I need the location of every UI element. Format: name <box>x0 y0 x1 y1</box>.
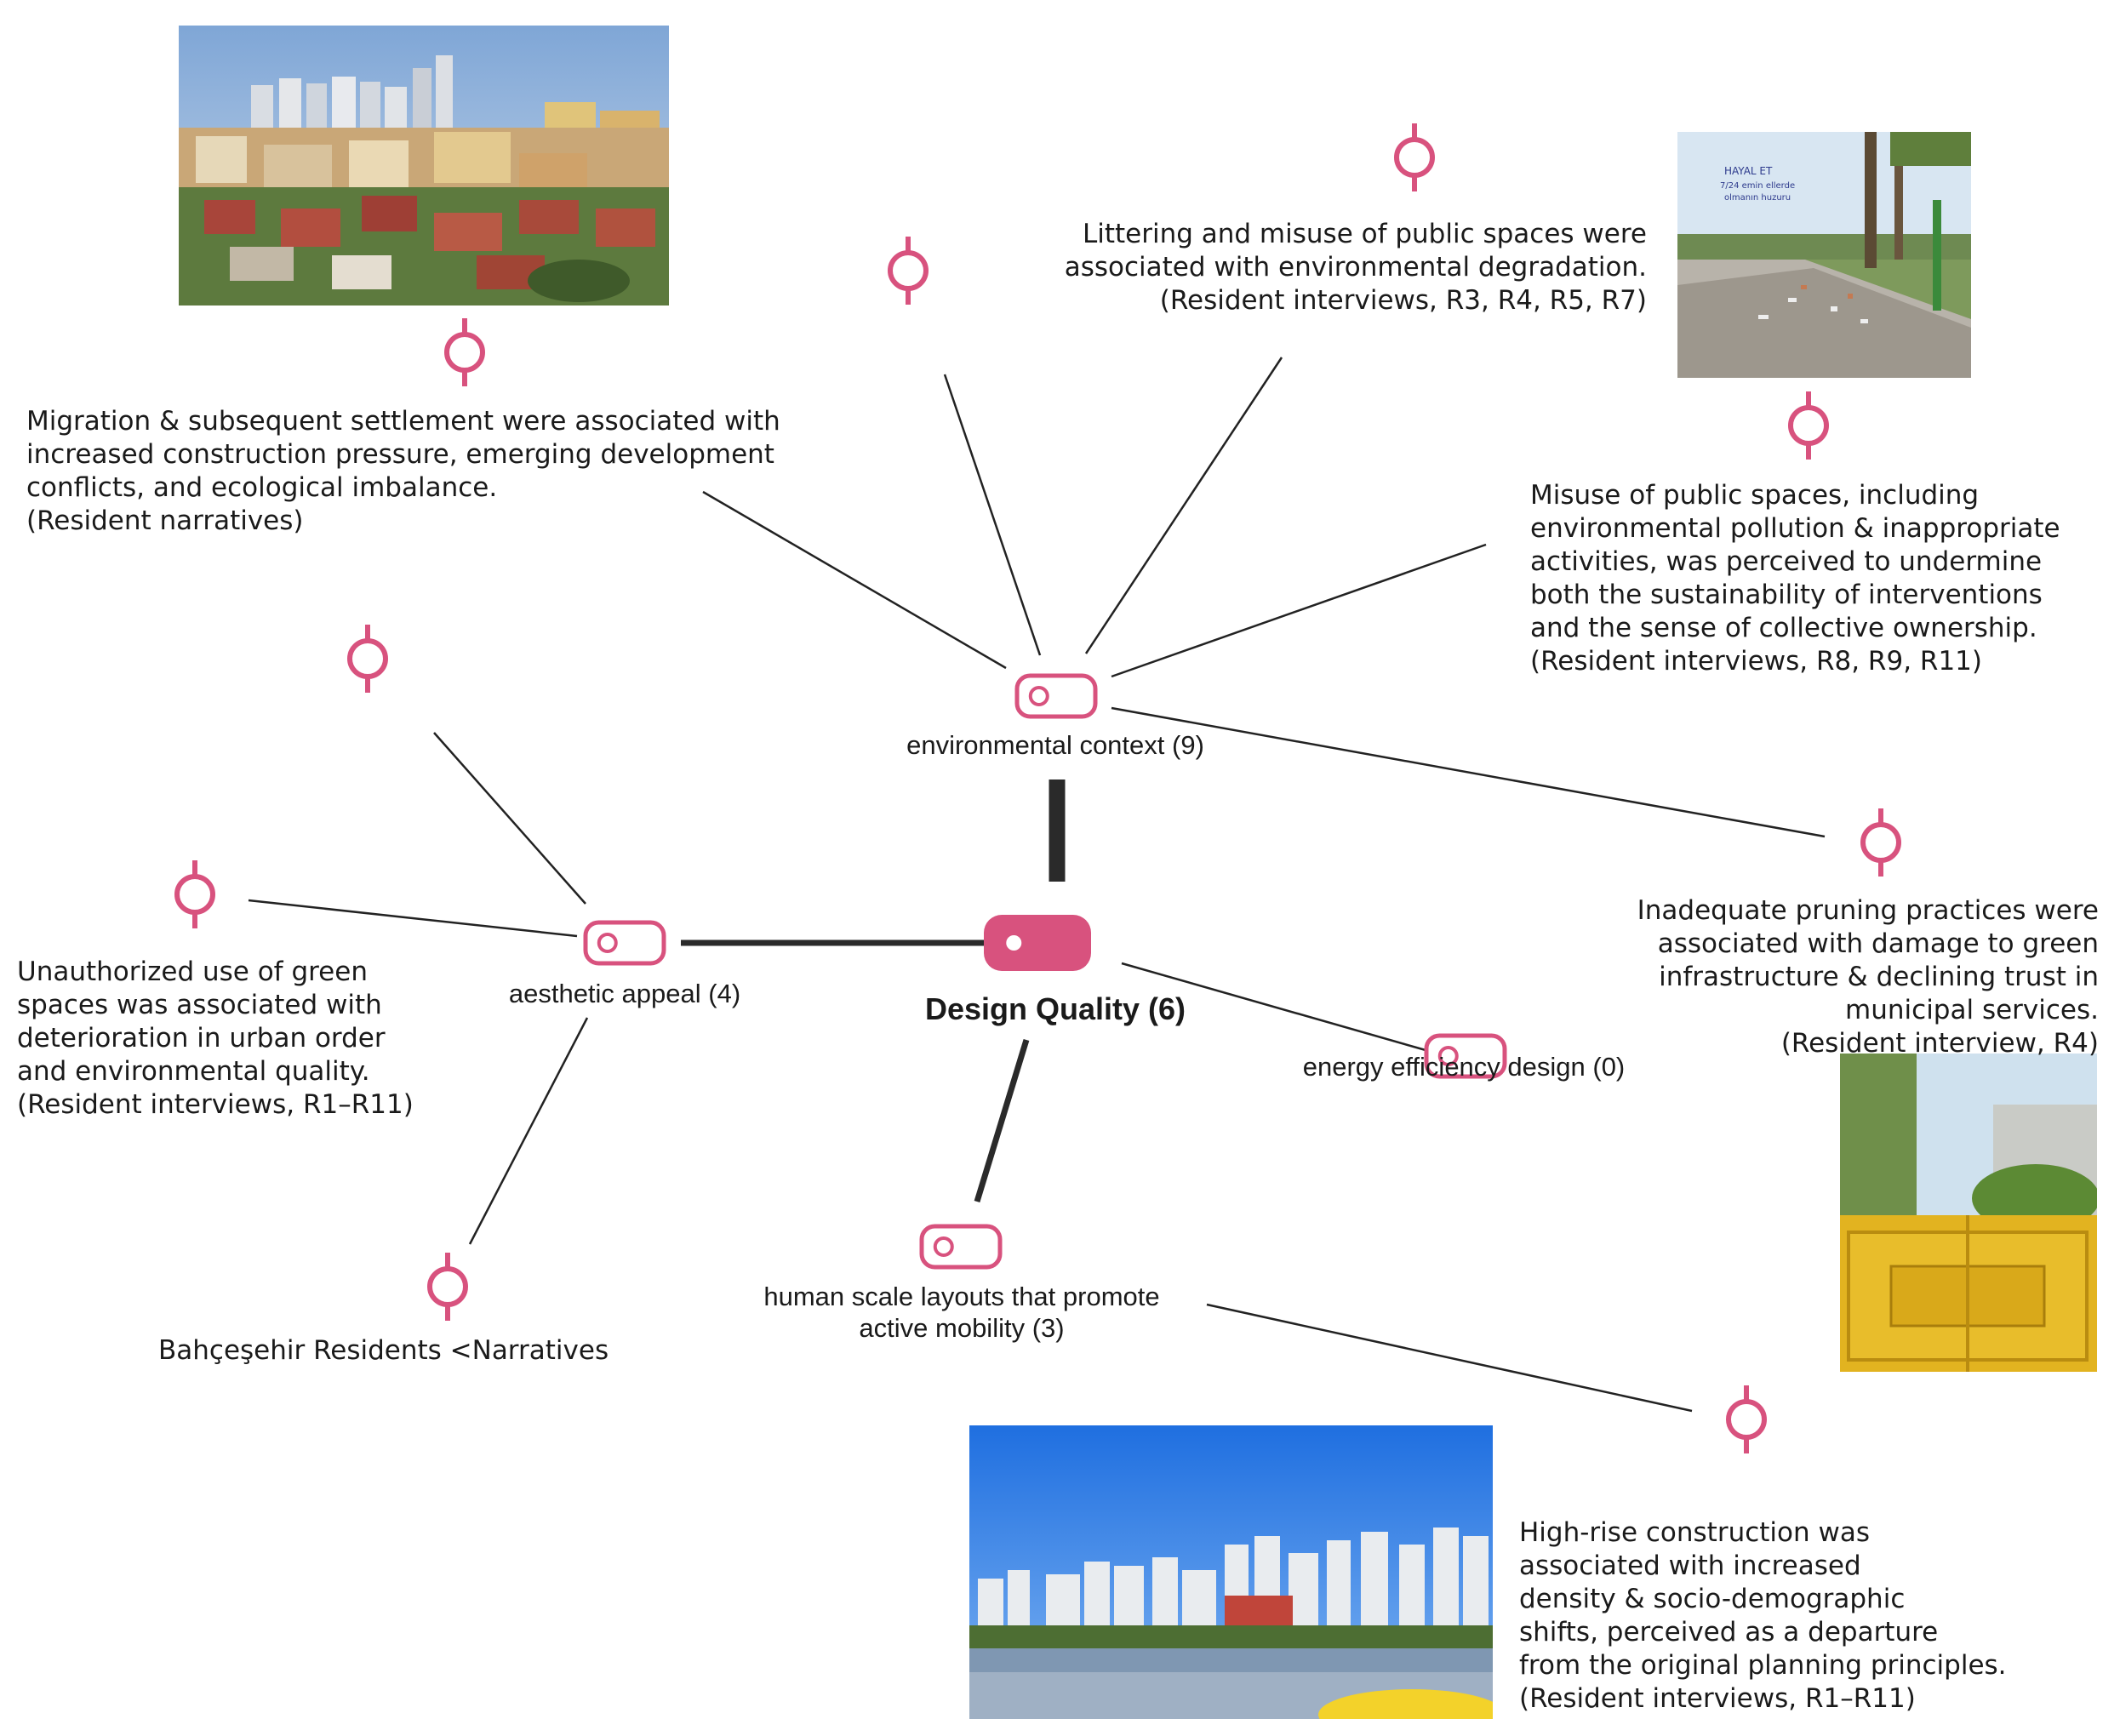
link-core-humanscale <box>974 1038 1030 1203</box>
tag-hole <box>1437 1046 1459 1066</box>
photo-city-panorama <box>179 26 669 306</box>
pin-head <box>427 1266 468 1307</box>
tag-hole <box>597 933 618 953</box>
link-env-pruning <box>1111 706 1826 838</box>
pin-quote-left-icon <box>347 625 388 693</box>
pin-highrise-icon <box>1726 1385 1767 1453</box>
link-env-misuse <box>1111 543 1487 678</box>
pin-pruning-icon <box>1860 808 1901 877</box>
photo-sidewalk-litter: HAYAL ET 7/24 emin ellerde olmanın huzur… <box>1677 132 1971 378</box>
link-humanscale-highrise <box>1206 1303 1693 1413</box>
code-tags <box>583 673 1507 1270</box>
pin-misuse-icon <box>1788 391 1829 460</box>
tag-body <box>1424 1033 1507 1079</box>
pin-markers <box>174 123 1901 1453</box>
tag-body <box>919 1224 1003 1270</box>
tag-body <box>984 915 1091 971</box>
link-lines <box>248 357 1826 1413</box>
pin-unauthorized-icon <box>174 860 215 928</box>
quotation-migration: Migration & subsequent settlement were a… <box>26 406 780 536</box>
link-aesthetic-quote-left <box>433 732 586 905</box>
quotation-unauthorized: Unauthorized use of green spaces was ass… <box>17 957 414 1120</box>
pin-head <box>1788 405 1829 446</box>
link-env-littering <box>1084 357 1283 654</box>
code-label-aesthetic-appeal: aesthetic appeal (4) <box>508 979 741 1008</box>
pin-head <box>174 874 215 915</box>
tag-human-scale-icon <box>919 1224 1003 1270</box>
pin-head <box>1394 137 1435 178</box>
photo-yellow-truck <box>1840 1054 2097 1372</box>
link-aesthetic-unauthorized <box>248 899 578 938</box>
quotation-highrise: High-rise construction was associated wi… <box>1519 1517 2007 1714</box>
tag-hole <box>1006 935 1022 951</box>
code-label-energy-efficiency: energy efficiency design (0) <box>1302 1052 1626 1082</box>
quotation-misuse: Misuse of public spaces, including envir… <box>1530 480 2060 677</box>
pin-head <box>1860 822 1901 863</box>
pin-residents-icon <box>427 1253 468 1321</box>
quotation-littering: Littering and misuse of public spaces we… <box>1064 219 1647 316</box>
link-env-migration <box>702 490 1007 670</box>
link-core-energy <box>1121 962 1426 1052</box>
pin-head <box>1726 1399 1767 1440</box>
pin-head <box>347 638 388 679</box>
core-label-design-quality: Design Quality (6) <box>924 991 1186 1026</box>
pin-quote-top-icon <box>888 237 929 305</box>
link-env-quote-top <box>943 374 1042 656</box>
tag-design-quality-icon <box>984 915 1091 971</box>
pin-head <box>444 332 485 373</box>
billboard-text: olmanın huzuru <box>1724 193 1791 203</box>
tag-body <box>583 920 666 966</box>
tag-hole <box>933 1236 954 1257</box>
pin-littering-icon <box>1394 123 1435 191</box>
pin-migration-icon <box>444 318 485 386</box>
tag-energy-efficiency-icon <box>1424 1033 1507 1079</box>
photo-lake-skyline <box>969 1425 1493 1719</box>
quotation-pruning: Inadequate pruning practices were associ… <box>1637 895 2099 1059</box>
billboard-text: 7/24 emin ellerde <box>1720 181 1795 191</box>
quotation-residents: Bahçeşehir Residents <Narratives <box>158 1335 609 1366</box>
billboard-text: HAYAL ET <box>1724 165 1773 177</box>
pin-head <box>888 250 929 291</box>
core-links <box>681 779 1066 1203</box>
tag-environmental-context-icon <box>1014 673 1098 719</box>
code-label-human-scale: human scale layouts that promote active … <box>763 1282 1160 1343</box>
link-aesthetic-residents <box>468 1017 589 1245</box>
tag-aesthetic-appeal-icon <box>583 920 666 966</box>
tag-body <box>1014 673 1098 719</box>
tag-hole <box>1028 686 1049 706</box>
code-label-environmental-context: environmental context (9) <box>906 730 1204 760</box>
